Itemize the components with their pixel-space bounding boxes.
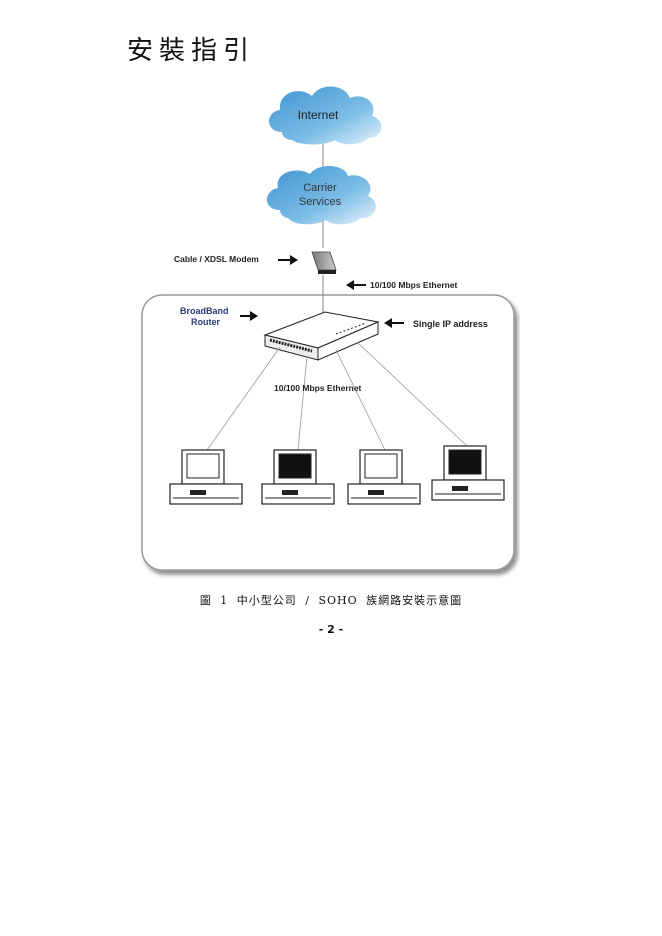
router-icon bbox=[263, 311, 380, 361]
router-label-line1: BroadBand bbox=[180, 306, 229, 316]
arrow-right-icon bbox=[240, 311, 258, 321]
arrow-right-icon bbox=[278, 255, 298, 265]
lan-ethernet-label: 10/100 Mbps Ethernet bbox=[274, 383, 362, 393]
router-label-line2: Router bbox=[191, 317, 220, 327]
lan-link-4 bbox=[356, 341, 468, 447]
computer-icon bbox=[431, 445, 505, 501]
page-number: - 2 - bbox=[318, 623, 344, 636]
network-diagram: Internet Carrier Services Cable / XDSL M… bbox=[141, 86, 515, 571]
carrier-label-line2: Services bbox=[299, 196, 342, 208]
arrow-left-icon bbox=[346, 280, 366, 290]
computer-icon bbox=[169, 449, 243, 505]
modem-label: Cable / XDSL Modem bbox=[174, 254, 259, 264]
carrier-cloud: Carrier Services bbox=[267, 165, 376, 225]
page-title: 安裝指引 bbox=[127, 36, 256, 66]
lan-link-2 bbox=[297, 355, 308, 451]
figure-caption: 圖 1 中小型公司 / SOHO 族網路安裝示意圖 bbox=[199, 594, 463, 607]
lan-link-3 bbox=[335, 349, 386, 451]
wan-ethernet-label: 10/100 Mbps Ethernet bbox=[370, 280, 458, 290]
lan-link-1 bbox=[206, 346, 281, 451]
computer-icon bbox=[261, 449, 335, 505]
internet-cloud: Internet bbox=[268, 86, 382, 145]
single-ip-label: Single IP address bbox=[413, 319, 488, 329]
carrier-label-line1: Carrier bbox=[303, 182, 337, 194]
arrow-left-icon bbox=[384, 318, 404, 328]
computer-icon bbox=[347, 449, 421, 505]
modem-icon bbox=[311, 251, 337, 274]
internet-label: Internet bbox=[298, 108, 339, 122]
